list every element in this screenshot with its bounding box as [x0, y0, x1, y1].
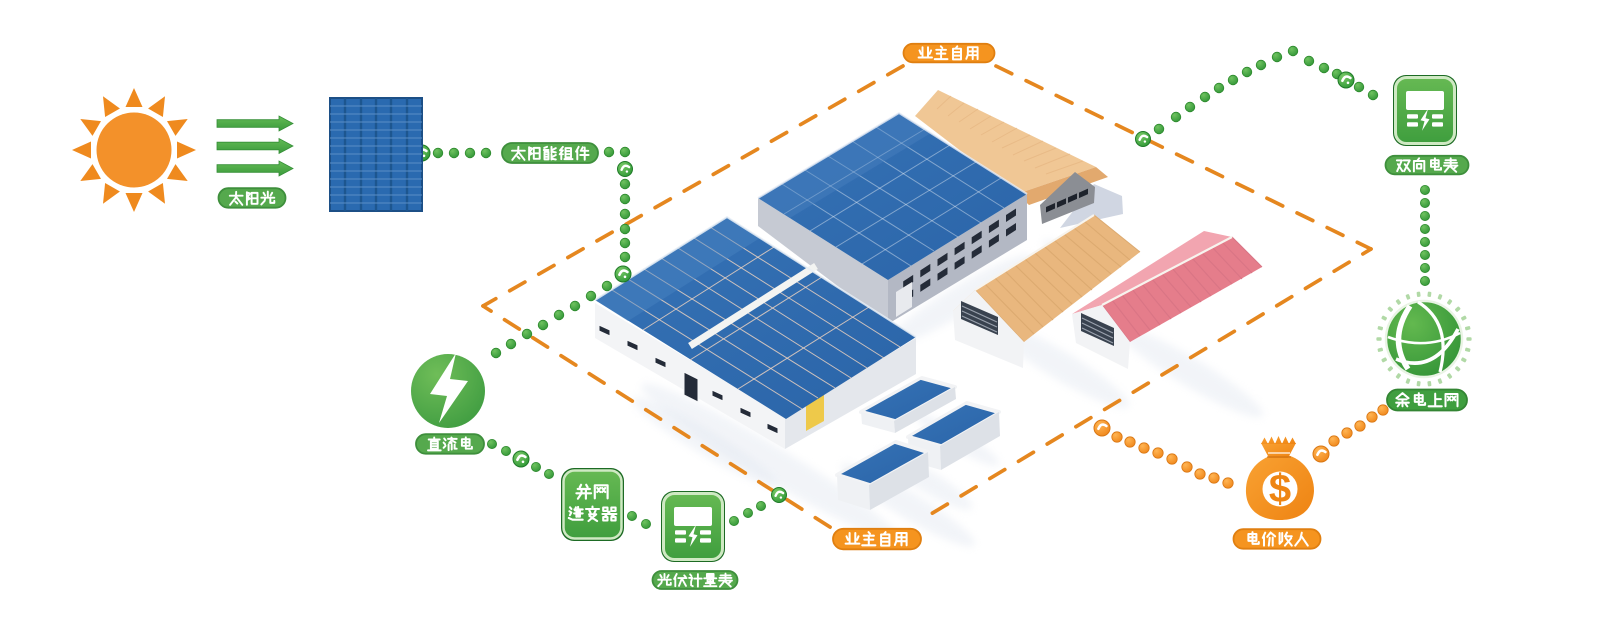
svg-text:$: $: [1269, 467, 1291, 511]
